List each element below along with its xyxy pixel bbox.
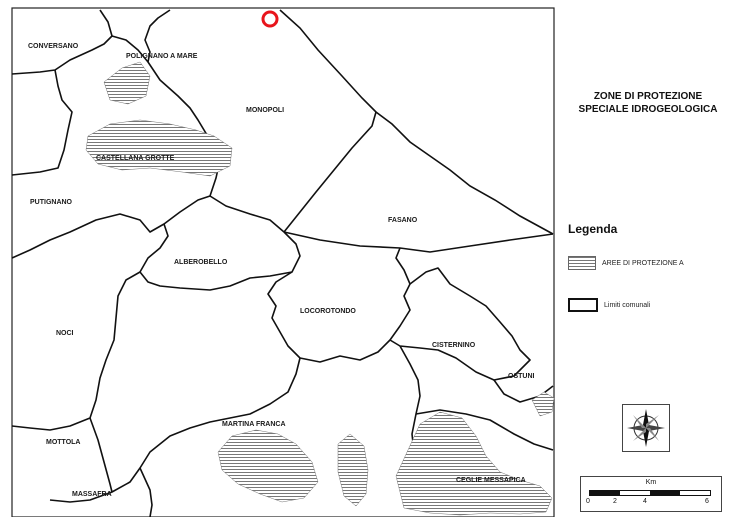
label-cisternino: CISTERNINO <box>432 342 476 349</box>
map-title: ZONE DI PROTEZIONE SPECIALE IDROGEOLOGIC… <box>562 90 734 116</box>
label-putignano: PUTIGNANO <box>30 199 73 206</box>
location-ring-icon[interactable] <box>261 10 279 28</box>
legend-hatch-label: AREE DI PROTEZIONE A <box>602 259 684 267</box>
label-massafra: MASSAFRA <box>72 491 112 498</box>
label-martina: MARTINA FRANCA <box>222 421 286 428</box>
scale-tick: 4 <box>643 498 647 505</box>
label-polignano: POLIGNANO A MARE <box>126 53 198 60</box>
label-castellana: CASTELLANA GROTTE <box>96 155 175 162</box>
label-noci: NOCI <box>56 330 74 337</box>
scale-tick: 2 <box>613 498 617 505</box>
label-ceglie: CEGLIE MESSAPICA <box>456 477 526 484</box>
compass-rose-icon <box>622 404 670 452</box>
legend-border-label: Limiti comunali <box>604 301 651 309</box>
place-labels: CONVERSANO POLIGNANO A MARE MONOPOLI CAS… <box>28 43 535 498</box>
scale-unit: Km <box>645 479 657 486</box>
legend-item-boundaries: Limiti comunali <box>568 298 650 312</box>
map-canvas: CONVERSANO POLIGNANO A MARE MONOPOLI CAS… <box>11 7 555 517</box>
scale-bar: Km 0 2 4 6 <box>580 476 722 512</box>
label-conversano: CONVERSANO <box>28 43 79 50</box>
legend-title: Legenda <box>568 222 618 236</box>
map-title-line-1: ZONE DI PROTEZIONE <box>593 91 703 102</box>
scale-tick: 0 <box>586 498 590 505</box>
scale-tick: 6 <box>705 498 709 505</box>
map-title-line-2: SPECIALE IDROGEOLOGICA <box>578 104 718 115</box>
label-ostuni: OSTUNI <box>508 373 535 380</box>
label-monopoli: MONOPOLI <box>246 107 284 114</box>
municipal-boundaries <box>11 9 554 517</box>
label-fasano: FASANO <box>388 217 418 224</box>
hatch-swatch-icon <box>568 256 596 270</box>
coastline <box>279 9 554 235</box>
scale-bar-graphic <box>589 490 711 496</box>
legend-item-protection: AREE DI PROTEZIONE A <box>568 256 684 270</box>
label-alberobello: ALBEROBELLO <box>174 259 228 266</box>
label-mottola: MOTTOLA <box>46 439 80 446</box>
label-locorotondo: LOCOROTONDO <box>300 308 356 315</box>
protection-areas <box>85 61 555 516</box>
border-swatch-icon <box>568 298 598 312</box>
